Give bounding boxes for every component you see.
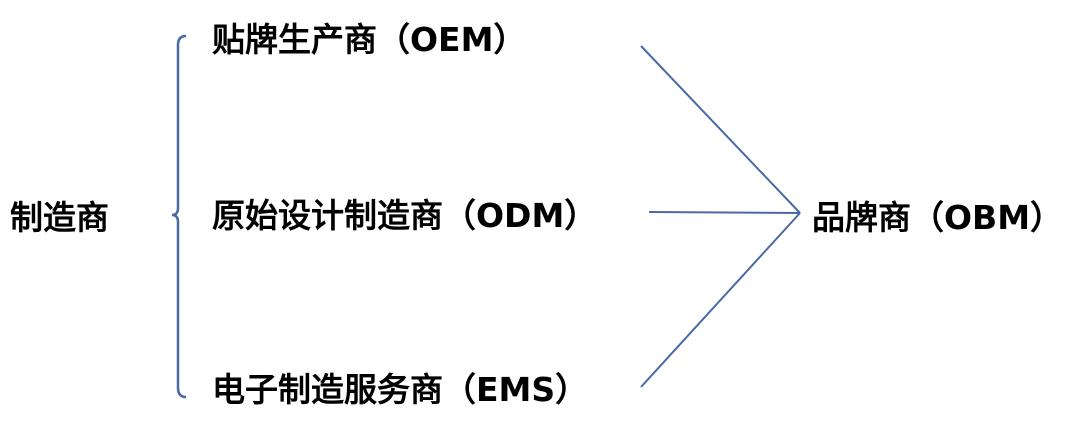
type-label-oem: 贴牌生产商（OEM） (212, 20, 527, 59)
type-label-ems: 电子制造服务商（EMS） (212, 370, 589, 409)
connector-oem (640, 45, 801, 214)
target-label: 品牌商（OBM） (812, 198, 1064, 237)
connector-ems (640, 212, 801, 388)
curly-bracket (171, 34, 187, 399)
type-label-odm: 原始设计制造商（ODM） (212, 196, 598, 235)
connector-odm (648, 211, 801, 214)
root-label: 制造商 (10, 198, 109, 237)
